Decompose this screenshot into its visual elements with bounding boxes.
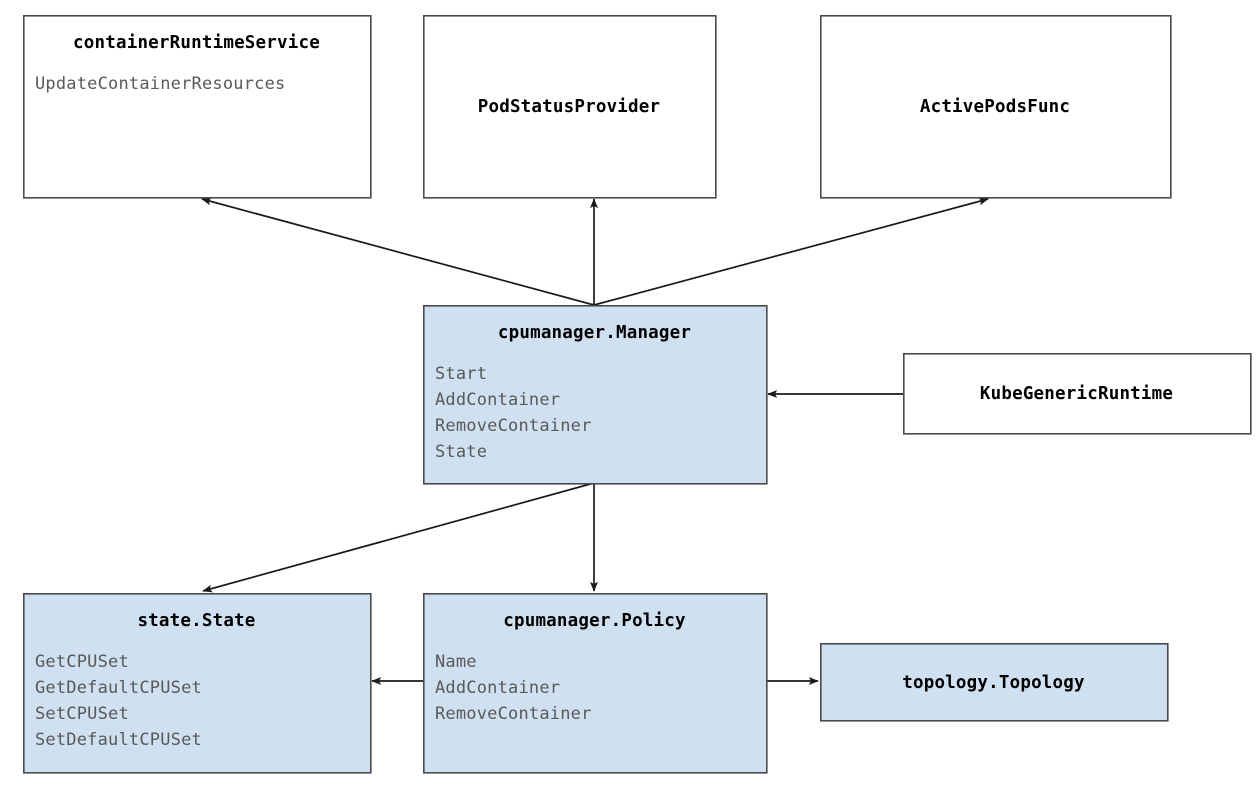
nodes-layer: containerRuntimeServiceUpdateContainerRe…: [22, 15, 1252, 774]
node-box-kubeGenericRuntime: [902, 352, 1252, 435]
edge-manager-to-stateState: [202, 482, 595, 593]
edges-layer: [201, 197, 989, 685]
node-stateState[interactable]: state.StateGetCPUSetGetDefaultCPUSetSetC…: [22, 592, 372, 774]
node-title-stateState: state.State: [137, 611, 255, 631]
node-method-cpumanagerPolicy-0: Name: [435, 652, 477, 672]
node-topologyTopology[interactable]: topology.Topology: [819, 642, 1169, 722]
node-box-topologyTopology: [819, 642, 1169, 722]
node-title-containerRuntimeService: containerRuntimeService: [73, 33, 320, 53]
node-method-cpumanagerManager-2: RemoveContainer: [435, 416, 592, 436]
node-box-cpumanagerManager: [422, 304, 768, 485]
node-title-podStatusProvider: PodStatusProvider: [478, 97, 661, 117]
node-title-activePodsFunc: ActivePodsFunc: [920, 97, 1070, 117]
edge-manager-to-activePodsFunc: [593, 197, 989, 306]
node-method-stateState-0: GetCPUSet: [35, 652, 129, 672]
node-box-containerRuntimeService: [22, 15, 372, 199]
edge-manager-to-containerRuntimeService: [201, 197, 595, 306]
node-cpumanagerPolicy[interactable]: cpumanager.PolicyNameAddContainerRemoveC…: [422, 592, 768, 774]
node-activePodsFunc[interactable]: ActivePodsFunc: [819, 15, 1172, 199]
node-box-stateState: [22, 592, 372, 774]
node-method-cpumanagerManager-3: State: [435, 442, 487, 462]
node-box-activePodsFunc: [819, 15, 1172, 199]
node-kubeGenericRuntime[interactable]: KubeGenericRuntime: [902, 352, 1252, 435]
node-method-containerRuntimeService-0: UpdateContainerResources: [35, 74, 285, 94]
node-method-stateState-2: SetCPUSet: [35, 704, 129, 724]
node-box-podStatusProvider: [422, 15, 717, 199]
node-method-stateState-3: SetDefaultCPUSet: [35, 730, 202, 750]
node-title-cpumanagerManager: cpumanager.Manager: [498, 323, 691, 343]
node-method-cpumanagerManager-0: Start: [435, 364, 487, 384]
node-containerRuntimeService[interactable]: containerRuntimeServiceUpdateContainerRe…: [22, 15, 372, 199]
node-method-stateState-1: GetDefaultCPUSet: [35, 678, 202, 698]
node-podStatusProvider[interactable]: PodStatusProvider: [422, 15, 717, 199]
node-cpumanagerManager[interactable]: cpumanager.ManagerStartAddContainerRemov…: [422, 304, 768, 485]
node-method-cpumanagerManager-1: AddContainer: [435, 390, 560, 410]
node-title-topologyTopology: topology.Topology: [902, 673, 1085, 693]
node-title-cpumanagerPolicy: cpumanager.Policy: [503, 611, 686, 631]
node-box-cpumanagerPolicy: [422, 592, 768, 774]
node-method-cpumanagerPolicy-2: RemoveContainer: [435, 704, 592, 724]
node-method-cpumanagerPolicy-1: AddContainer: [435, 678, 560, 698]
node-title-kubeGenericRuntime: KubeGenericRuntime: [980, 384, 1173, 404]
